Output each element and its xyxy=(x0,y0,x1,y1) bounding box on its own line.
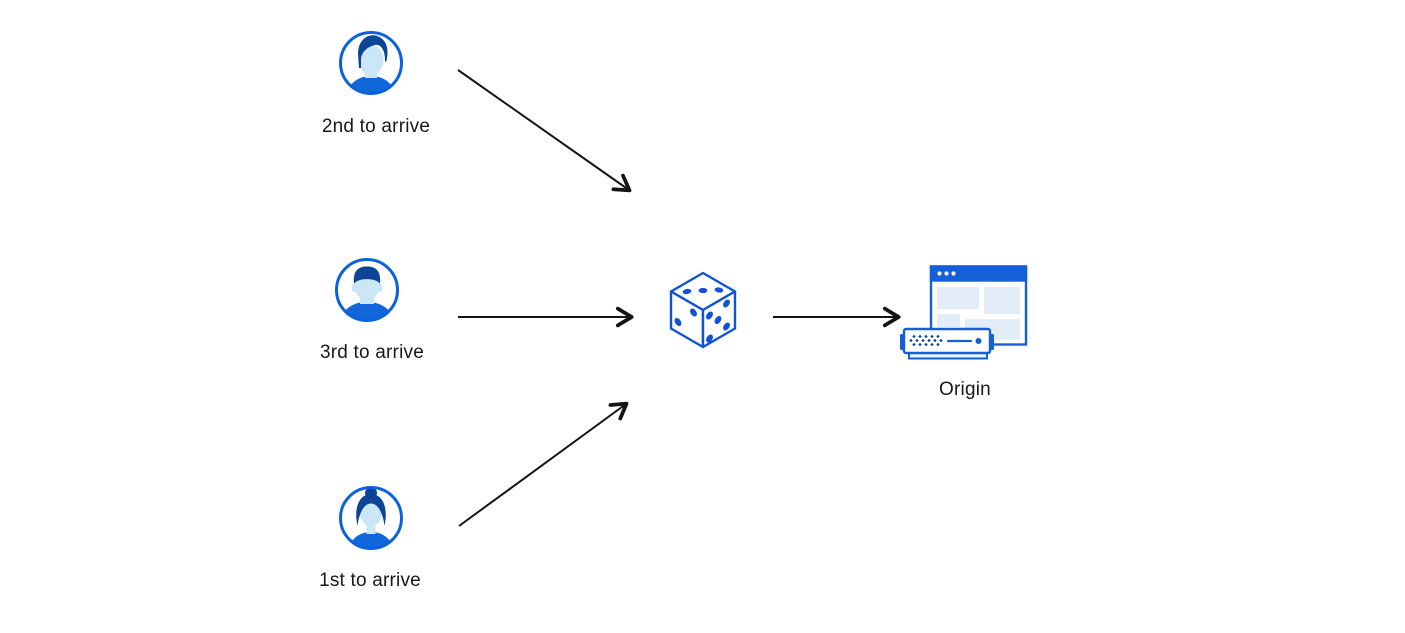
client-label-1st: 1st to arrive xyxy=(319,570,421,591)
origin-server-icon xyxy=(900,265,1028,360)
avatar-1st-to-arrive xyxy=(338,485,404,551)
hair-pompadour xyxy=(358,35,388,68)
dice-icon xyxy=(669,271,737,349)
arrow-1st-to-dice xyxy=(458,401,629,527)
dice-node xyxy=(668,270,738,350)
client-label-2nd: 2nd to arrive xyxy=(321,116,431,137)
man-pompadour-avatar-icon xyxy=(339,31,403,95)
server-appliance xyxy=(900,327,994,360)
woman-bun-avatar-icon xyxy=(339,486,403,550)
window-titlebar xyxy=(929,265,1028,282)
client-label-3rd: 3rd to arrive xyxy=(320,342,424,363)
dice-pips xyxy=(674,287,730,343)
arrow-2nd-to-dice xyxy=(457,69,632,193)
avatar-3rd-to-arrive xyxy=(334,257,400,323)
server-vent-diamonds xyxy=(909,334,943,347)
origin-label: Origin xyxy=(939,379,991,400)
titlebar-dots-icon xyxy=(937,271,956,276)
man-short-hair-avatar-icon xyxy=(335,258,399,322)
hair-framing xyxy=(356,494,386,526)
server-led-dot xyxy=(975,338,982,344)
avatar-ring xyxy=(339,31,403,95)
avatar-ring xyxy=(335,258,399,322)
face xyxy=(358,45,384,75)
avatar-2nd-to-arrive xyxy=(338,30,404,96)
avatar-ring xyxy=(339,486,403,550)
hair-flat-top xyxy=(353,266,381,284)
origin-node xyxy=(898,262,1030,364)
face xyxy=(360,499,382,527)
